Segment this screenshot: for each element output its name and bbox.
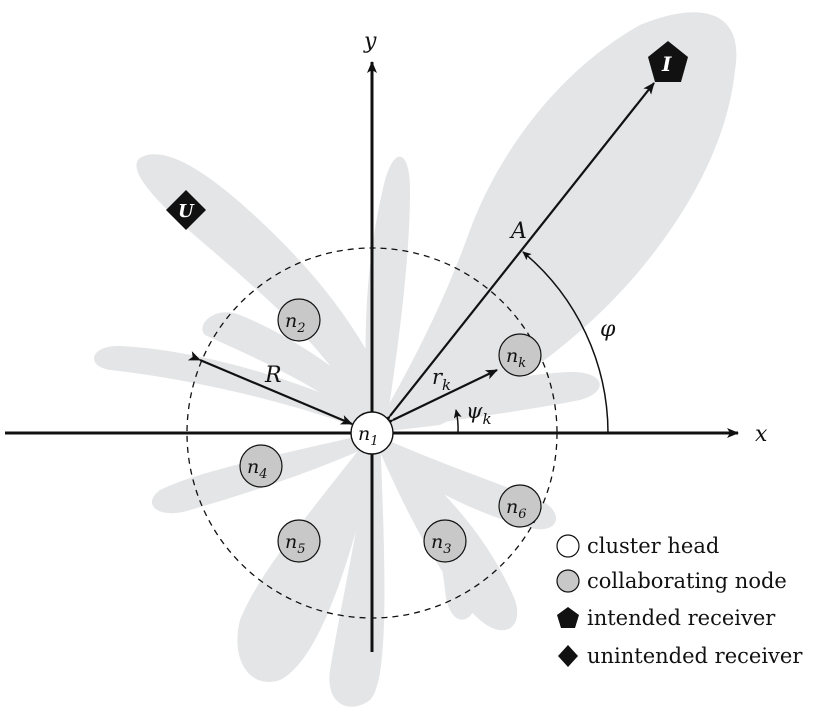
svg-text:n6: n6 bbox=[506, 496, 527, 522]
unintended-receiver-glyph: U bbox=[178, 201, 195, 222]
unintended-receiver: U bbox=[166, 190, 206, 230]
node-n2-sub: 2 bbox=[296, 321, 305, 336]
label-R: R bbox=[264, 363, 282, 388]
node-n6: n6 bbox=[498, 484, 542, 528]
beampattern-lobes bbox=[93, 12, 737, 707]
node-nk-base: n bbox=[506, 345, 518, 367]
y-axis-label: y bbox=[363, 29, 377, 54]
legend-label-cluster-head: cluster head bbox=[587, 534, 719, 558]
svg-text:nk: nk bbox=[506, 345, 526, 371]
svg-text:n3: n3 bbox=[431, 531, 452, 557]
node-n4-base: n bbox=[247, 456, 259, 478]
node-n5-sub: 5 bbox=[297, 542, 305, 557]
node-n3: n3 bbox=[423, 519, 467, 563]
legend-label-intended-receiver: intended receiver bbox=[587, 606, 776, 630]
svg-text:n4: n4 bbox=[247, 456, 268, 482]
unintended-receiver-icon bbox=[166, 190, 206, 230]
label-psik-sub: k bbox=[482, 410, 491, 428]
node-nk: nk bbox=[498, 333, 542, 377]
node-n6-base: n bbox=[506, 496, 518, 518]
node-n2-base: n bbox=[285, 310, 297, 332]
legend-item-cluster-head: cluster head bbox=[556, 534, 719, 558]
node-n4: n4 bbox=[239, 444, 283, 488]
phi-arc bbox=[522, 251, 609, 434]
lower-lobe-d bbox=[372, 433, 480, 620]
upper-left-lobe bbox=[136, 154, 372, 433]
node-n2: n2 bbox=[277, 298, 321, 342]
svg-text:n5: n5 bbox=[285, 531, 306, 557]
x-axis-label: x bbox=[755, 422, 768, 447]
node-n3-base: n bbox=[431, 531, 443, 553]
node-distance-arrow bbox=[380, 369, 498, 430]
radius-arrow bbox=[187, 351, 353, 426]
intended-receiver-glyph: I bbox=[661, 52, 672, 76]
legend: cluster head collaborating node intended… bbox=[556, 534, 803, 668]
label-psik-base: ψ bbox=[466, 399, 483, 423]
intended-receiver-icon bbox=[648, 41, 688, 82]
legend-label-unintended-receiver: unintended receiver bbox=[587, 644, 803, 668]
node-n5-base: n bbox=[285, 531, 297, 553]
node-n6-sub: 6 bbox=[518, 507, 526, 522]
legend-item-collaborating-node: collaborating node bbox=[556, 569, 787, 593]
label-rk: rk bbox=[432, 365, 451, 394]
pentagon-icon bbox=[557, 607, 579, 628]
node-n5: n5 bbox=[277, 519, 321, 563]
node-n1-sub: 1 bbox=[370, 434, 378, 449]
node-n3-sub: 3 bbox=[443, 542, 451, 557]
svg-text:n2: n2 bbox=[285, 310, 306, 336]
svg-text:n1: n1 bbox=[358, 423, 379, 449]
label-phi: φ bbox=[600, 317, 616, 342]
label-rk-base: r bbox=[432, 365, 444, 389]
node-n1-base: n bbox=[358, 423, 370, 445]
node-n4-sub: 4 bbox=[258, 467, 267, 482]
diamond-icon bbox=[558, 645, 578, 667]
legend-item-unintended-receiver: unintended receiver bbox=[558, 644, 803, 668]
circle-white-icon bbox=[556, 534, 580, 558]
legend-item-intended-receiver: intended receiver bbox=[557, 606, 776, 630]
psik-arc bbox=[453, 409, 462, 434]
intended-receiver: I bbox=[648, 41, 688, 82]
node-nk-sub: k bbox=[518, 356, 526, 371]
label-A: A bbox=[509, 219, 527, 244]
legend-label-collaborating-node: collaborating node bbox=[587, 569, 787, 593]
receiver-distance-arrow bbox=[379, 82, 655, 428]
node-n1-cluster-head: n1 bbox=[350, 411, 394, 455]
circle-gray-icon bbox=[556, 569, 580, 593]
label-psik: ψk bbox=[466, 399, 492, 428]
label-rk-sub: k bbox=[442, 376, 451, 394]
